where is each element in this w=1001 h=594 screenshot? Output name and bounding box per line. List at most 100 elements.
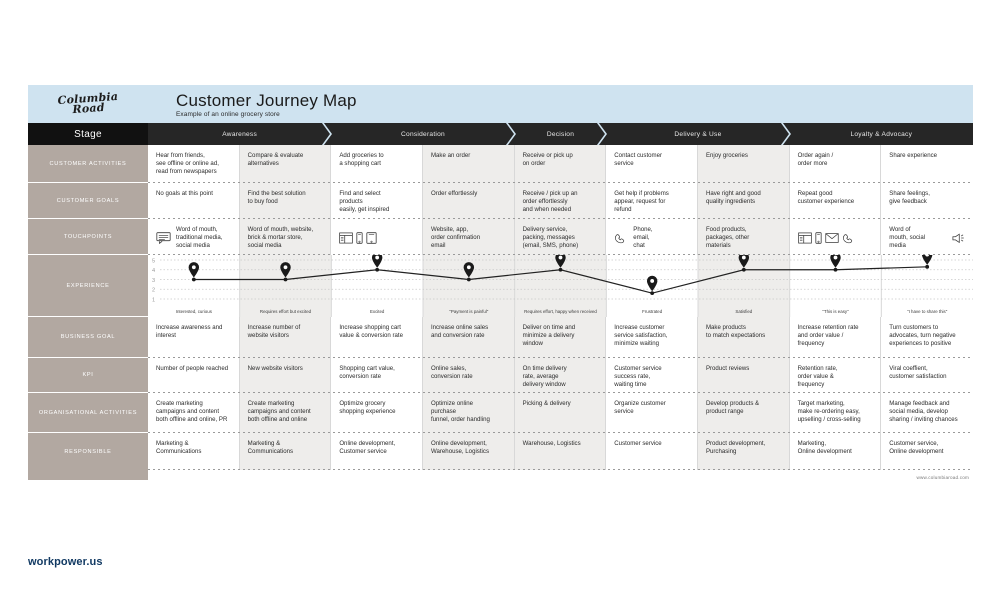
kpi-cell: Viral coeffient,customer satisfaction — [881, 358, 973, 393]
data-point[interactable] — [375, 267, 380, 272]
data-point[interactable] — [741, 267, 746, 272]
cell-line: order effortlessly — [522, 198, 568, 206]
cell-line: Share experience — [889, 152, 938, 159]
cell-line: Word of mouth, — [176, 225, 218, 233]
y-axis-tick-label: 3 — [152, 278, 155, 284]
experience-point-label: Frustrated — [642, 309, 663, 314]
cell-line: Online sales, — [430, 365, 467, 372]
y-axis-tick-label: 1 — [152, 297, 155, 303]
cell-line: customer experience — [797, 198, 855, 206]
cell-line: Compare & evaluate — [247, 152, 304, 159]
stage-tab-loyalty-advocacy[interactable]: Loyalty & Advocacy — [790, 123, 973, 145]
kpi-cell: New website visitors — [239, 358, 332, 393]
map-pin-marker[interactable] — [188, 262, 200, 278]
cell-line: minimize waiting — [614, 340, 659, 348]
data-point[interactable] — [466, 277, 471, 282]
cell-line: brick & mortar store, — [247, 233, 303, 241]
cell-line: both offline and online, PR — [156, 416, 228, 424]
map-pin-marker[interactable] — [555, 255, 566, 268]
cell-line: Phone, — [633, 225, 653, 233]
responsible-cell: Customer service — [606, 433, 698, 470]
map-pin-marker[interactable] — [371, 255, 383, 268]
touchpoint-cell: Word of mouth, website,brick & mortar st… — [239, 219, 332, 255]
columbia-road-logo: Columbia Road — [28, 85, 148, 123]
map-pin-marker[interactable] — [463, 262, 475, 278]
stage-tab-delivery-use[interactable]: Delivery & Use — [606, 123, 791, 145]
cell-line: Develop products & — [705, 400, 760, 407]
customer-activity-cell: Share experience — [881, 145, 973, 183]
cell-line: Receive / pick up an — [522, 190, 578, 197]
experience-point-label: Requires effort but excited — [260, 309, 312, 314]
cell-line: Customer service, — [889, 440, 939, 447]
envelope-icon — [824, 233, 839, 243]
data-point[interactable] — [283, 277, 288, 282]
customer-activity-cell: Make an order — [422, 145, 515, 183]
cell-line: Turn customers to — [889, 324, 939, 331]
organisational-activity-cell: Picking & delivery — [514, 393, 607, 433]
tablet-icon — [366, 232, 377, 244]
cell-line: order value & — [797, 373, 834, 381]
map-pin-marker[interactable] — [830, 255, 841, 268]
data-point[interactable] — [833, 267, 838, 272]
touchpoint-cell: Phone,email,chat — [606, 219, 698, 255]
map-pin-marker[interactable] — [646, 275, 658, 292]
cell-line: Receive or pick up — [522, 152, 573, 159]
cell-line: funnel, order handling — [430, 416, 490, 424]
cell-line: website visitors — [247, 332, 289, 340]
map-grid: Hear from friends,see offline or online … — [148, 145, 973, 480]
cell-line: Organize customer — [614, 400, 666, 407]
y-axis-tick-label: 4 — [152, 268, 155, 274]
organisational-activity-cell: Target marketing,make re-ordering easy,u… — [789, 393, 882, 433]
cell-line: alternatives — [247, 160, 279, 168]
cell-line: Target marketing, — [797, 400, 845, 407]
stage-label: Consideration — [401, 130, 445, 138]
stage-tab-decision[interactable]: Decision — [515, 123, 608, 145]
cell-line: experiences to positive — [889, 340, 952, 348]
cell-line: shopping experience — [339, 408, 396, 416]
responsible-cell: Product development,Purchasing — [697, 433, 790, 470]
cell-line: social media, develop — [889, 408, 948, 416]
cell-line: Increase shopping cart — [339, 324, 401, 331]
cell-line: Optimize grocery — [339, 400, 386, 407]
stage-tab-awareness[interactable]: Awareness — [148, 123, 333, 145]
cell-line: Enjoy groceries — [705, 152, 748, 159]
cell-line: traditional media, — [176, 233, 223, 241]
y-axis-tick-label: 5 — [152, 258, 155, 264]
kpi-cell: Number of people reached — [148, 358, 240, 393]
kpi-cell: Product reviews — [697, 358, 790, 393]
cell-line: product range — [705, 408, 744, 416]
cell-line: and conversion rate — [430, 332, 485, 340]
data-point[interactable] — [650, 291, 655, 296]
map-pin-marker[interactable] — [280, 262, 291, 278]
cell-line: read from newspapers — [156, 168, 217, 176]
stage-tab-consideration[interactable]: Consideration — [331, 123, 516, 145]
cell-line: and when needed — [522, 206, 572, 214]
touchpoint-cell: Delivery service,packing, messages(email… — [514, 219, 607, 255]
cell-line: Add groceries to — [339, 152, 384, 159]
page-subtitle: Example of an online grocery store — [176, 110, 280, 118]
touchpoint-text: Word of mouth, website,brick & mortar st… — [248, 226, 323, 251]
smartphone-icon — [815, 232, 822, 244]
map-pin-marker[interactable] — [738, 255, 750, 268]
cell-line: see offline or online ad, — [156, 160, 219, 168]
cell-line: Contact customer — [614, 152, 663, 159]
cell-line: Find and select — [339, 190, 381, 197]
data-point[interactable] — [558, 267, 563, 272]
data-point[interactable] — [191, 277, 196, 282]
cell-line: packing, messages — [522, 233, 575, 241]
data-point[interactable] — [925, 264, 930, 269]
browser-window-icon — [339, 232, 354, 244]
map-pin-marker[interactable] — [922, 255, 933, 265]
cell-line: Increase awareness and — [156, 324, 223, 331]
